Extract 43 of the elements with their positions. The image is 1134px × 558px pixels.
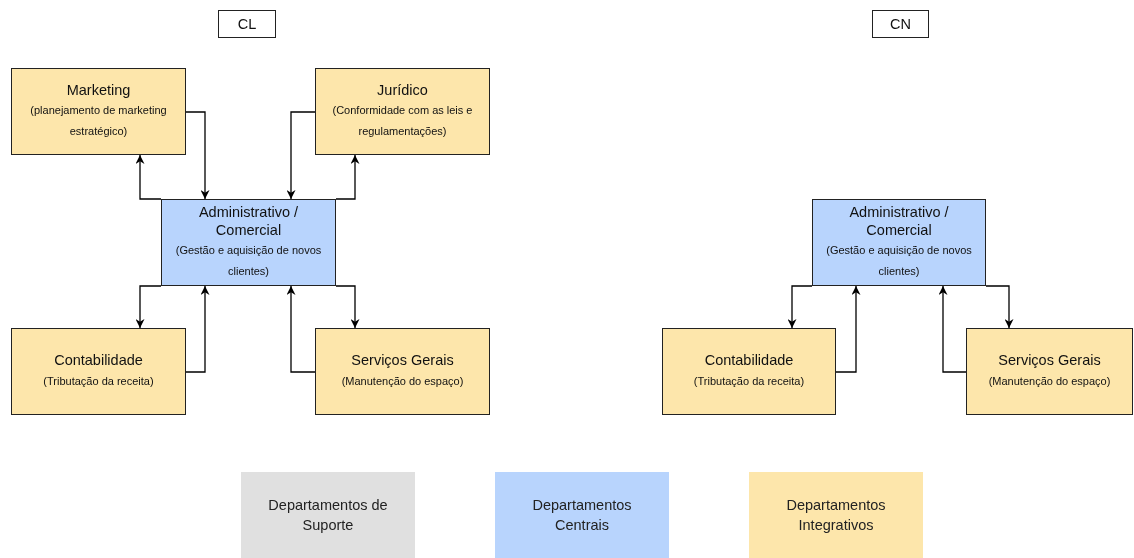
department-name: Serviços Gerais xyxy=(351,351,454,370)
connector-arrow xyxy=(835,285,861,373)
connector-arrow xyxy=(938,285,967,373)
connector-arrow xyxy=(985,285,1014,329)
department-box xyxy=(812,199,986,286)
department-name: Administrativo / Comercial xyxy=(197,203,300,240)
department-box xyxy=(315,328,490,415)
department-box xyxy=(315,68,490,155)
department-description: (Gestão e aquisição de novos clientes) xyxy=(174,243,323,280)
department-name: Contabilidade xyxy=(704,351,794,370)
department-description: (Tributação da receita) xyxy=(43,373,154,389)
department-description: (Conformidade com as leis e regulamentações) xyxy=(331,103,474,140)
department-description: (Tributação da receita) xyxy=(693,373,805,389)
department-description: (Manutenção do espaço) xyxy=(988,373,1111,389)
department-box xyxy=(966,328,1133,415)
connector-arrow xyxy=(286,111,316,200)
department-name: CL xyxy=(237,14,257,34)
department-name: Serviços Gerais xyxy=(998,351,1101,370)
department-description: (Gestão e aquisição de novos clientes) xyxy=(825,243,973,280)
department-name: CN xyxy=(890,14,911,34)
department-name: Contabilidade xyxy=(54,351,143,370)
connector-arrow xyxy=(787,285,813,329)
connector-arrow xyxy=(185,111,210,200)
department-box xyxy=(161,199,336,286)
connector-arrow xyxy=(135,285,162,329)
department-box xyxy=(662,328,836,415)
legend-label: Departamentos de Suporte xyxy=(267,495,389,535)
legend-label: Departamentos Centrais xyxy=(531,495,633,535)
connector-arrow xyxy=(335,154,360,200)
legend-label: Departamentos Integrativos xyxy=(785,495,887,535)
department-description: (planejamento de marketing estratégico) xyxy=(29,103,168,140)
department-description: (Manutenção do espaço) xyxy=(341,373,464,389)
connector-arrow xyxy=(135,154,162,200)
region-tag xyxy=(872,10,929,38)
department-box xyxy=(11,328,186,415)
connector-arrow xyxy=(286,285,316,373)
connector-arrow xyxy=(185,285,210,373)
department-name: Jurídico xyxy=(377,81,428,100)
department-box xyxy=(11,68,186,155)
department-name: Marketing xyxy=(66,81,131,100)
connector-arrow xyxy=(335,285,360,329)
region-tag xyxy=(218,10,276,38)
department-name: Administrativo / Comercial xyxy=(848,203,950,240)
